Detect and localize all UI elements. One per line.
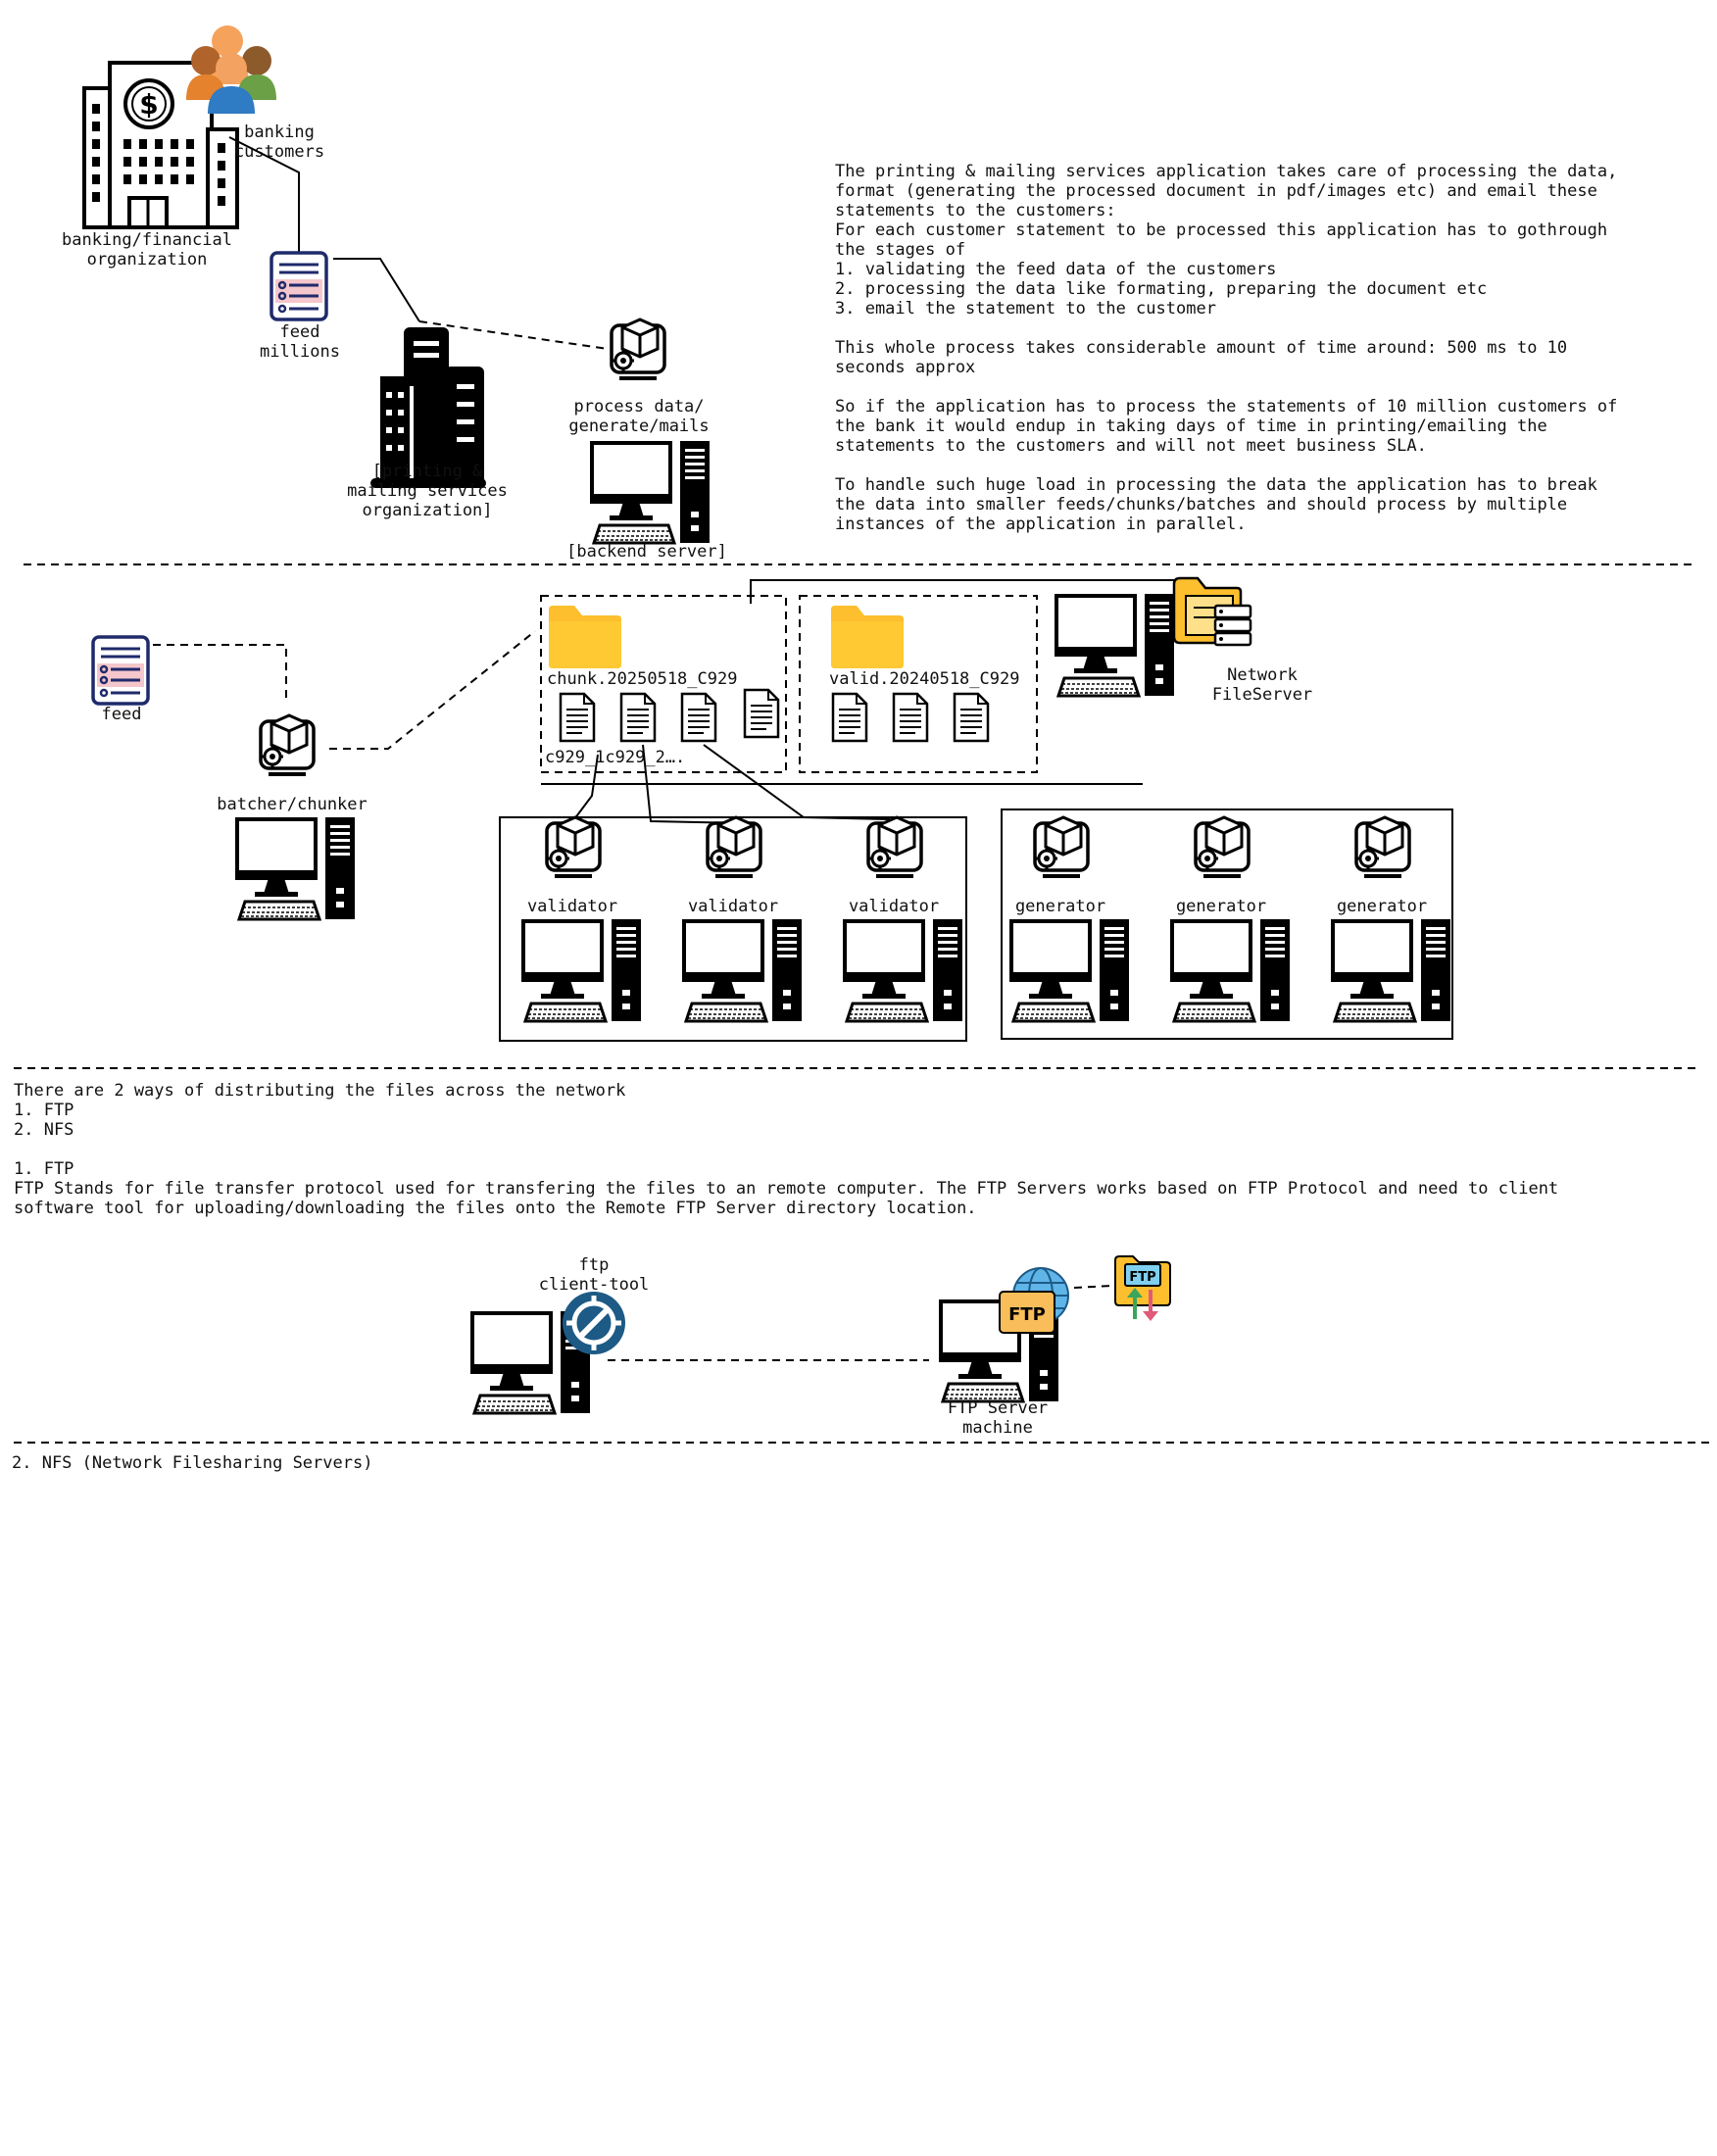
printing-org-building-icon [370,327,486,488]
generator-3-label: generator [1337,897,1427,916]
intro-paragraph: The printing & mailing services applicat… [835,162,1617,534]
validator-2-computer-icon [682,917,804,1023]
validator-3-app-icon [866,815,923,880]
valid-folder-label: valid.20240518_C929 [829,669,1019,689]
connector-chunk-validator-1 [573,754,599,820]
chunk-file-1-icon [559,692,596,743]
batcher-computer-icon [235,815,357,921]
ftp-server-badge-text: FTP [1008,1304,1046,1325]
feed-label: feed [102,705,142,724]
connector-batcher-chunk [329,630,536,750]
generator-1-app-icon [1033,815,1090,880]
generator-1-computer-icon [1009,917,1131,1023]
valid-folder-icon [831,606,904,668]
generator-2-computer-icon [1170,917,1292,1023]
ftp-folder-badge-text: FTP [1129,1270,1155,1285]
valid-file-3-icon [953,692,990,743]
validator-3-label: validator [849,897,939,916]
generator-node-3: generator [1331,815,1452,1023]
chunk-file-4-icon [743,688,780,739]
process-app-icon [610,318,666,382]
generators-box [1001,808,1453,1040]
fileserver-folder-icon [1172,576,1252,647]
generator-1-label: generator [1015,897,1105,916]
batcher-app-icon [259,713,316,778]
feed-millions-icon [270,251,328,321]
chunk-folder-box [540,595,787,773]
validator-node-3: validator [843,815,964,1023]
customers-icon [186,25,276,114]
ftp-folder-icon: FTP [1114,1255,1171,1321]
generator-2-app-icon [1194,815,1251,880]
chunk-folder-icon [549,606,621,668]
connector-server-ftpfolder [1073,1285,1112,1289]
validator-3-computer-icon [843,917,964,1023]
connector-feed-batcher [153,644,287,704]
valid-file-1-icon [831,692,868,743]
chunk-folder-label: chunk.20250518_C929 [547,669,737,689]
batcher-label: batcher/chunker [217,795,368,814]
chunk-file-3-icon [680,692,717,743]
validator-2-label: validator [688,897,778,916]
valid-file-2-icon [892,692,929,743]
ways-paragraph: There are 2 ways of distributing the fil… [14,1081,1558,1218]
connector-printing-backend [418,320,609,350]
generator-node-1: generator [1009,815,1131,1023]
generator-node-2: generator [1170,815,1292,1023]
validator-node-1: validator [521,815,643,1023]
backend-server-computer-icon [590,439,711,545]
validator-1-computer-icon [521,917,643,1023]
validator-1-app-icon [545,815,602,880]
validator-node-2: validator [682,815,804,1023]
validator-1-label: validator [527,897,617,916]
validator-2-app-icon [706,815,762,880]
ftp-client-tool-icon [563,1292,625,1354]
connector-customers-feed [228,136,300,286]
chunk-files-label: c929_1c929_2…. [545,748,685,767]
connector-feed-printing [333,258,420,322]
process-data-label: process data/generate/mails [568,397,709,436]
connector-chunk-validator-3 [703,744,891,820]
svg-text:$: $ [139,88,158,121]
nfs-heading: 2. NFS (Network Filesharing Servers) [12,1453,372,1473]
chunk-file-2-icon [619,692,657,743]
fileserver-computer-icon [1055,592,1176,698]
backend-server-label: [backend server] [566,542,727,562]
connector-folders-fileserver [750,579,1182,604]
feed-icon [91,635,150,706]
generator-2-label: generator [1176,897,1266,916]
generator-3-computer-icon [1331,917,1452,1023]
ftp-server-badge-icon: FTP [999,1291,1055,1334]
bank-building-icon: $ [82,61,239,229]
generator-3-app-icon [1354,815,1411,880]
